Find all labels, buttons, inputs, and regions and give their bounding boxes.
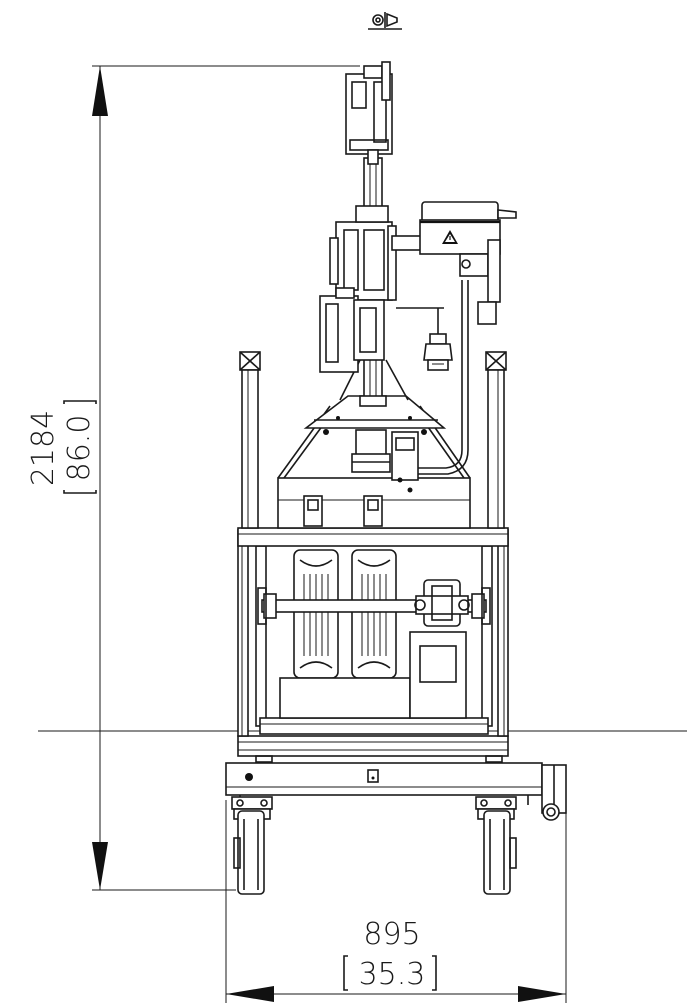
- reel-tray: [279, 677, 411, 719]
- width-mm-label: 895: [363, 917, 420, 952]
- height-inch-label: 86.0: [62, 415, 97, 482]
- width-dimension: 895 35.3: [225, 800, 567, 1003]
- hose-reel-left: [293, 549, 339, 679]
- hose-reel-right: [351, 549, 397, 679]
- pendant-lamp: [396, 307, 453, 371]
- third-angle-projection-icon: [368, 12, 402, 30]
- camera-module-lower: [319, 287, 385, 373]
- main-frame: [237, 351, 509, 763]
- gear-motor: [409, 579, 470, 719]
- electrical-warning-icon: [442, 230, 458, 244]
- camera-module-middle: [329, 205, 397, 301]
- height-mm-label: 2184: [26, 410, 61, 486]
- height-dimension: 2184 86.0: [26, 65, 360, 891]
- caster-right: [475, 796, 517, 895]
- camera-module-top: [345, 61, 393, 165]
- caster-left: [231, 796, 273, 895]
- cart-base: [225, 762, 567, 821]
- width-inch-label: 35.3: [359, 957, 426, 992]
- control-box: [391, 201, 517, 325]
